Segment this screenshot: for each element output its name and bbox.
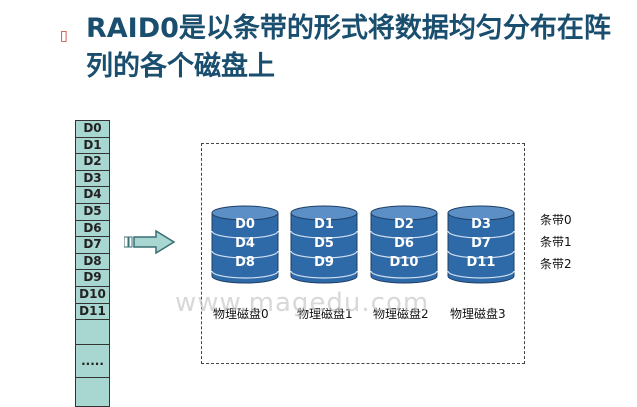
bullet-icon: ▯ xyxy=(60,28,68,44)
disk-block-label: D1 xyxy=(314,217,334,232)
block-cell xyxy=(76,320,109,346)
block-cell: D5 xyxy=(76,204,109,221)
block-cell: D2 xyxy=(76,154,109,171)
disk-label-2: 物理磁盘2 xyxy=(373,307,429,321)
disk-block-label: D11 xyxy=(467,255,496,270)
slide-title: RAID0是以条带的形式将数据均匀分布在阵列的各个磁盘上 xyxy=(86,13,611,82)
disk-label-3: 物理磁盘3 xyxy=(450,307,506,321)
disk-block-label: D7 xyxy=(471,236,491,251)
disk-block-label: D9 xyxy=(314,255,334,270)
disk-array-group xyxy=(201,143,525,364)
disk-block-label: D2 xyxy=(394,217,414,232)
disk-block-label: D3 xyxy=(471,217,491,232)
block-cell: D11 xyxy=(76,304,109,321)
block-cell: D1 xyxy=(76,138,109,155)
watermark: www.magedu.com xyxy=(175,288,430,318)
block-cell: D9 xyxy=(76,270,109,287)
disk-block-label: D6 xyxy=(394,236,414,251)
block-cell-empty xyxy=(76,378,109,406)
disk-label-1: 物理磁盘1 xyxy=(297,307,353,321)
block-cell: D3 xyxy=(76,171,109,188)
block-cell: D0 xyxy=(76,121,109,138)
block-cell: D6 xyxy=(76,221,109,238)
block-cell: D8 xyxy=(76,254,109,271)
block-cell: D10 xyxy=(76,287,109,304)
block-cell: ..... xyxy=(76,345,109,379)
disk-block-label: D10 xyxy=(390,255,419,270)
disk-block-label: D8 xyxy=(235,255,255,270)
stripe-label-1: 条带1 xyxy=(540,235,572,249)
block-cell: D4 xyxy=(76,187,109,204)
disk-block-label: D5 xyxy=(314,236,334,251)
disk-label-0: 物理磁盘0 xyxy=(213,307,269,321)
block-cell: D7 xyxy=(76,237,109,254)
disk-block-label: D0 xyxy=(235,217,255,232)
stripe-label-0: 条带0 xyxy=(540,213,572,227)
disk-block-label: D4 xyxy=(235,236,255,251)
right-arrow-icon xyxy=(124,229,176,255)
stripe-label-2: 条带2 xyxy=(540,257,572,271)
